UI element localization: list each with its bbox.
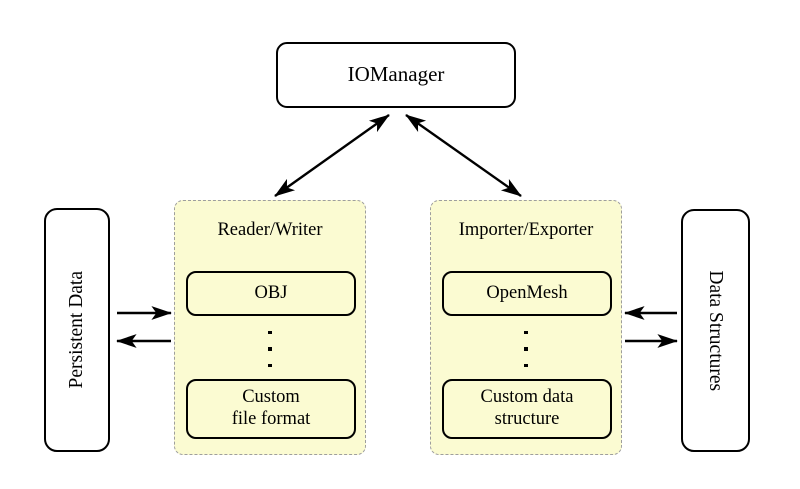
panel-reader-writer-title: Reader/Writer: [217, 220, 323, 240]
arrow-iomanager-readerwriter: [274, 114, 390, 197]
ellipsis-dot: [524, 347, 528, 351]
panel-importer-exporter: Importer/Exporter OpenMesh Custom data s…: [430, 200, 622, 455]
node-openmesh: OpenMesh: [442, 271, 612, 316]
node-openmesh-label: OpenMesh: [486, 282, 568, 303]
node-persistent-data: Persistent Data: [44, 208, 110, 452]
panel-importer-exporter-title: Importer/Exporter: [458, 220, 594, 240]
panel-reader-writer: Reader/Writer OBJ Custom file format: [174, 200, 366, 455]
node-obj-label: OBJ: [254, 282, 288, 303]
node-custom-data-structure-label-line2: structure: [494, 409, 560, 429]
node-persistent-data-label: Persistent Data: [66, 271, 88, 389]
ellipsis-reader-writer: [175, 329, 365, 369]
node-custom-file-format-label-line1: Custom: [242, 387, 300, 408]
arrow-iomanager-importerexporter: [405, 114, 522, 197]
ellipsis-dot: [268, 331, 272, 335]
node-iomanager: IOManager: [276, 42, 516, 108]
node-custom-file-format: Custom file format: [186, 379, 356, 439]
ellipsis-dot: [524, 331, 528, 335]
node-iomanager-label: IOManager: [347, 62, 445, 87]
ellipsis-dot: [268, 347, 272, 351]
node-obj: OBJ: [186, 271, 356, 316]
node-custom-data-structure: Custom data structure: [442, 379, 612, 439]
node-data-structures: Data Structures: [681, 209, 750, 452]
ellipsis-dot: [268, 363, 272, 367]
node-custom-file-format-label-line2: file format: [231, 409, 311, 429]
ellipsis-importer-exporter: [431, 329, 621, 369]
node-custom-data-structure-label-line1: Custom data: [480, 387, 574, 408]
ellipsis-dot: [524, 363, 528, 367]
node-data-structures-label: Data Structures: [705, 270, 727, 391]
